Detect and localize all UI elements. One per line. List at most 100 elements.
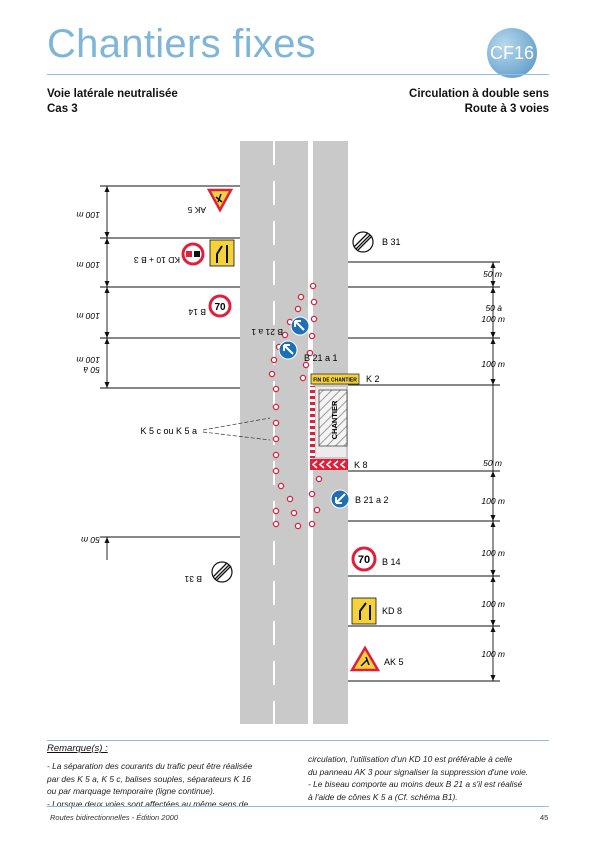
cone (306, 349, 314, 357)
right-distance-label: 100 m (481, 548, 505, 558)
left-distance-arrows (104, 186, 110, 543)
arrow-down-left-icon (294, 320, 305, 331)
left-distance-lines (100, 185, 240, 560)
cone (272, 419, 280, 427)
left-ak5-sign: AK 5 (187, 188, 234, 215)
header-left: Voie latérale neutralisée Cas 3 (47, 87, 178, 117)
left-kd10-b3-sign: KD 10 + B 3 (134, 239, 235, 267)
left-distance-label: 50 à (83, 365, 100, 375)
lane-reduction-icon (216, 245, 228, 263)
cone (272, 467, 280, 475)
cone (290, 509, 298, 517)
cone (272, 435, 280, 443)
right-ak5-sign: AK 5 (349, 645, 404, 672)
footer-rule (47, 806, 549, 807)
right-distance-label: 50 à (485, 303, 502, 313)
roadworks-icon (215, 193, 223, 203)
cone (309, 282, 317, 290)
left-b21a1-sign: B 21 a 1 (251, 316, 310, 337)
cone (299, 374, 307, 382)
cone (294, 305, 302, 313)
remarks-column-1: - La séparation des courants du trafic p… (47, 760, 299, 810)
cone (294, 522, 302, 530)
right-distance-label: 50 m (483, 269, 502, 279)
cone (297, 293, 305, 301)
right-distance-label: 100 m (481, 496, 505, 506)
cones-label: K 5 c ou K 5 a (140, 426, 197, 436)
cone (268, 370, 276, 378)
footer-source: Routes bidirectionnelles - Édition 2000 (50, 813, 178, 822)
left-b14-sign: 70 B 14 (188, 294, 232, 318)
kd10-panel (209, 239, 235, 267)
right-b21a2-sign: B 21 a 2 (330, 489, 389, 509)
cone (277, 482, 285, 490)
right-b21a1-label: B 21 a 1 (304, 353, 338, 363)
chevron-arrows-icon (311, 460, 346, 469)
cone (272, 507, 280, 515)
right-b31-sign: B 31 (352, 231, 401, 253)
left-b14-value: 70 (214, 302, 226, 313)
cone (302, 361, 310, 369)
remarks-column-2: circulation, l'utilisation d'un KD 10 es… (308, 753, 553, 803)
right-b31-label: B 31 (382, 237, 401, 247)
cone (310, 298, 318, 306)
left-b31-label: B 31 (184, 574, 202, 584)
lane-shift-icon (359, 602, 371, 620)
header-right-line1: Circulation à double sens (409, 88, 549, 100)
cone (272, 385, 280, 393)
cone (286, 495, 294, 503)
right-kd8-sign: KD 8 (351, 597, 402, 625)
left-b31-sign: B 31 (184, 561, 233, 584)
k2-sign-text: FIN DE CHANTIER (313, 378, 357, 384)
remark-line: - La séparation des courants du trafic p… (47, 761, 253, 771)
arrow-down-right-icon (283, 344, 294, 355)
right-kd8-label: KD 8 (382, 606, 402, 616)
page-title: Chantiers fixes (47, 22, 317, 66)
right-b14-label: B 14 (382, 557, 401, 567)
cone (308, 520, 316, 528)
header-right: Circulation à double sens Route à 3 voie… (409, 87, 549, 117)
cone (310, 315, 318, 323)
cone (270, 356, 278, 364)
cone (308, 490, 316, 498)
remarks-title: Remarque(s) : (47, 743, 108, 754)
left-distance-label: 100 m (76, 210, 100, 220)
remark-line: - Le biseau comporte au moins deux B 21 … (308, 779, 523, 790)
cones-leader (202, 417, 271, 431)
right-b14-value: 70 (358, 554, 370, 566)
remark-line: ou par marquage temporaire (ligne contin… (47, 786, 216, 797)
header-left-line1: Voie latérale neutralisée (47, 88, 178, 100)
right-k2-label: K 2 (366, 374, 380, 384)
roadworks-icon (360, 656, 370, 667)
left-kd10-b3-label: KD 10 + B 3 (134, 255, 180, 265)
left-distance-label: 100 m (76, 260, 100, 270)
left-distance-label: 50 m (81, 535, 100, 545)
k2-barrier-sign (310, 373, 360, 385)
right-distance-label: 100 m (481, 649, 505, 659)
cone (272, 520, 280, 528)
right-ak5-label: AK 5 (384, 657, 404, 667)
cone (313, 506, 321, 514)
cone (272, 403, 280, 411)
right-distance-label: 50 m (483, 458, 502, 468)
works-label: CHANTIER (330, 400, 339, 439)
works-zone-hatch (318, 389, 348, 447)
cone-line-right (299, 282, 323, 528)
remark-line: circulation, l'utilisation d'un KD 10 es… (308, 754, 513, 764)
right-distance-arrows (490, 262, 496, 681)
header-left-line2: Cas 3 (47, 103, 78, 115)
left-b21a1-label: B 21 a 1 (251, 327, 283, 337)
section-badge: CF16 (487, 28, 537, 78)
left-b14-label: B 14 (188, 307, 206, 317)
right-b21a2-label: B 21 a 2 (355, 495, 389, 505)
cones-leader (202, 431, 271, 441)
k8-chevron-sign (310, 459, 348, 470)
remarks-rule (47, 740, 549, 741)
right-distance-label: 100 m (481, 359, 505, 369)
right-b14-sign: 70 B 14 (351, 546, 401, 572)
header-right-line2: Route à 3 voies (464, 103, 549, 115)
right-b21a1-sign: B 21 a 1 (278, 340, 338, 363)
title-rule (47, 74, 549, 75)
remark-line: du panneau AK 3 pour signaliser la suppr… (308, 766, 529, 777)
